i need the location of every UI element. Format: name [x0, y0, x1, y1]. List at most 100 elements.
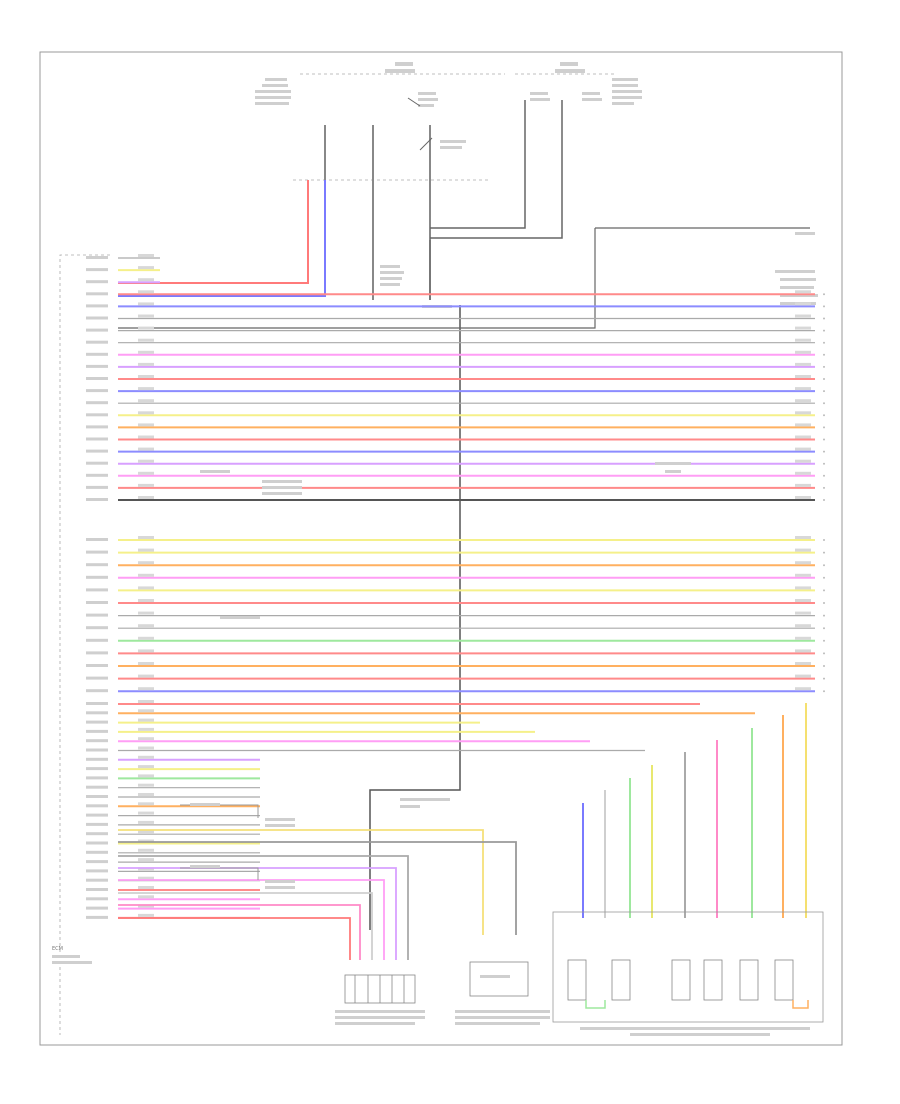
- right-pin-label: [795, 573, 811, 577]
- right-pin-dot: [823, 551, 825, 554]
- ecm-pin-label: [86, 832, 108, 836]
- right-pin-label: [795, 350, 811, 354]
- ecm-wire-code: [138, 423, 154, 427]
- ecm-wire-code: [138, 362, 154, 366]
- ecm-wire-code: [138, 765, 154, 769]
- right-pin-dot: [823, 690, 825, 693]
- right-pin-dot: [823, 450, 825, 453]
- right-pin-label: [795, 338, 811, 342]
- ecm-wire-code: [138, 561, 154, 565]
- ecm-wire-code: [138, 793, 154, 796]
- right-connector-pins: [795, 290, 825, 693]
- ecm-pin-label: [86, 776, 108, 780]
- ecm-pin-label: [86, 813, 108, 817]
- ecm-pin-label: [86, 638, 108, 642]
- right-pin-dot: [823, 462, 825, 465]
- ecm-pin-label: [86, 651, 108, 655]
- ecm-wire-code: [138, 649, 154, 653]
- top-label-marks: [255, 62, 818, 308]
- solenoid-feed-wires: [582, 703, 807, 918]
- ecm-wire-code: [138, 727, 154, 731]
- right-pin-label: [795, 496, 811, 499]
- ecm-pin-label: [86, 739, 108, 743]
- right-pin-dot: [823, 305, 825, 308]
- right-pin-label: [795, 302, 811, 306]
- ecm-wire-code: [138, 624, 154, 628]
- right-pin-dot: [823, 576, 825, 579]
- ecm-label-marks: [52, 955, 92, 964]
- ecm-wire-code: [138, 548, 154, 552]
- ecm-wire-code: [138, 830, 154, 834]
- right-pin-dot: [823, 602, 825, 604]
- ecm-pin-label: [86, 664, 108, 667]
- ecm-wire-code: [138, 913, 154, 917]
- ecm-wire-code: [138, 350, 154, 354]
- ecm-pin-label: [86, 550, 108, 554]
- ecm-pin-label: [86, 588, 108, 592]
- ecm-wire-code: [138, 811, 154, 815]
- right-pin-label: [795, 314, 811, 318]
- right-pin-label: [795, 536, 811, 539]
- right-pin-dot: [823, 639, 825, 642]
- ecm-pin-label: [86, 401, 108, 405]
- ecm-wire-code: [138, 687, 154, 691]
- ecm-pin-label: [86, 804, 108, 808]
- right-pin-dot: [823, 365, 825, 368]
- ecm-wire-code: [138, 611, 154, 615]
- ecm-wire-code: [138, 802, 154, 806]
- right-pin-dot: [823, 486, 825, 489]
- right-pin-dot: [823, 589, 825, 592]
- ecm-pin-label: [86, 757, 108, 761]
- right-pin-label: [795, 624, 811, 628]
- ecm-wire-code: [138, 290, 154, 294]
- right-pin-dot: [823, 390, 825, 393]
- ecm-pin-label: [86, 676, 108, 680]
- ecm-wire-code: [138, 662, 154, 665]
- ecm-pin-label: [86, 352, 108, 356]
- ecm-pin-label: [86, 906, 108, 910]
- ecm-wire-code: [138, 636, 154, 640]
- ecm-wire-code: [138, 302, 154, 306]
- ecm-connector-bracket: [59, 254, 110, 1035]
- right-pin-label: [795, 471, 811, 475]
- ecm-wire-code: [138, 411, 154, 415]
- ecm-pin-label: [86, 498, 108, 501]
- ecm-pin-label: [86, 304, 108, 308]
- right-pin-dot: [823, 499, 825, 501]
- ecm-wire-code: [138, 895, 154, 899]
- right-pin-dot: [823, 539, 825, 541]
- ecm-pin-label: [86, 377, 108, 380]
- ecm-pin-label: [86, 897, 108, 901]
- speed-sensor-connector: [344, 974, 416, 1004]
- ecm-pin-label: [86, 720, 108, 724]
- ecm-pin-label: [86, 473, 108, 477]
- ecm-pin-label: [86, 563, 108, 567]
- ecm-pin-label: [86, 860, 108, 864]
- solenoid-ground-wires: [585, 1000, 809, 1009]
- ecm-pin-label: [86, 729, 108, 733]
- right-pin-label: [795, 649, 811, 653]
- ecm-pin-label: [86, 461, 108, 465]
- ecm-wire-code: [138, 774, 154, 778]
- right-pin-label: [795, 599, 811, 602]
- ecm-wire-code: [138, 387, 154, 391]
- ecm-pin-label: [86, 850, 108, 854]
- ecm-pin-label: [86, 795, 108, 798]
- ecm-pin-label: [86, 613, 108, 617]
- top-feed-wires: [118, 97, 563, 300]
- ecm-wire-code: [138, 746, 154, 750]
- right-pin-dot: [823, 341, 825, 344]
- right-pin-dot: [823, 426, 825, 429]
- ecm-wire-code: [138, 848, 154, 852]
- ecm-wire-code: [138, 254, 154, 257]
- right-pin-dot: [823, 564, 825, 567]
- right-pin-label: [795, 674, 811, 678]
- ecm-wire-code: [138, 338, 154, 342]
- ecm-wire-code: [138, 314, 154, 318]
- ecm-wire-code: [138, 435, 154, 439]
- ecm-wire-code: [138, 375, 154, 378]
- ecm-wire-code: [138, 674, 154, 678]
- right-pin-label: [795, 362, 811, 366]
- ecm-wire-code: [138, 536, 154, 539]
